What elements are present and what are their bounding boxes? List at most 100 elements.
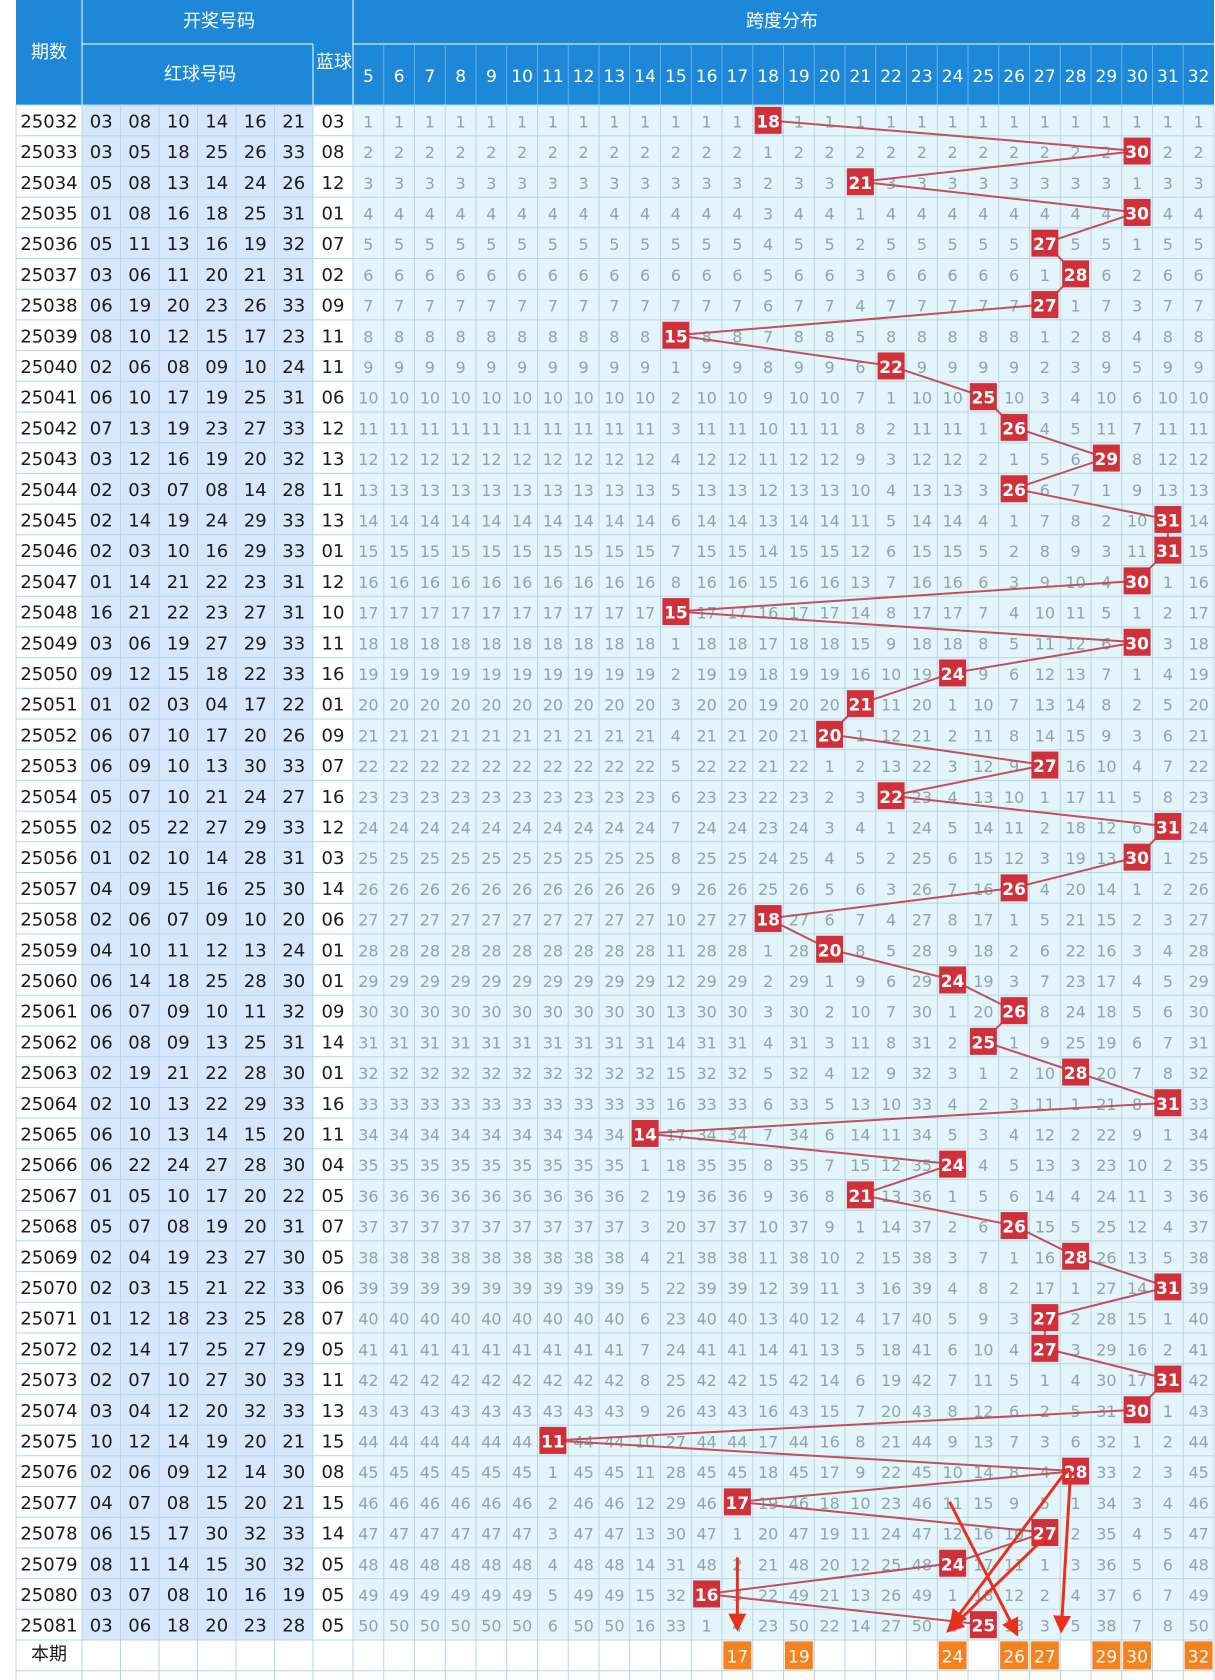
missing-count-cell: 32	[543, 1064, 563, 1083]
missing-count-cell: 6	[425, 266, 435, 285]
red-ball-cell: 33	[282, 418, 305, 439]
red-ball-cell: 31	[282, 265, 305, 286]
missing-count-cell: 4	[732, 204, 742, 223]
missing-count-cell: 26	[604, 880, 624, 899]
missing-count-cell: 9	[1132, 481, 1142, 500]
missing-count-cell: 5	[825, 235, 835, 254]
missing-count-cell: 15	[942, 542, 962, 561]
red-ball-cell: 33	[282, 1370, 305, 1391]
missing-count-cell: 4	[1163, 204, 1173, 223]
missing-count-cell: 45	[420, 1463, 440, 1482]
missing-count-cell: 2	[732, 143, 742, 162]
missing-count-cell: 3	[1163, 911, 1173, 930]
blue-ball-cell: 14	[322, 879, 345, 900]
missing-count-cell: 40	[727, 1310, 747, 1329]
red-ball-cell: 20	[167, 296, 190, 317]
missing-count-cell: 21	[420, 726, 440, 745]
red-ball-cell: 14	[167, 1554, 190, 1575]
red-ball-cell: 30	[244, 756, 267, 777]
missing-count-cell: 12	[450, 450, 470, 469]
red-ball-cell: 03	[167, 695, 190, 716]
missing-count-cell: 2	[1163, 1340, 1173, 1359]
red-ball-cell: 22	[282, 1186, 305, 1207]
missing-count-cell: 34	[543, 1125, 563, 1144]
missing-count-cell: 14	[942, 511, 962, 530]
missing-count-cell: 39	[450, 1279, 470, 1298]
missing-count-cell: 3	[1132, 726, 1142, 745]
red-ball-cell: 20	[282, 1124, 305, 1145]
missing-count-cell: 11	[666, 941, 686, 960]
blue-ball-cell: 06	[322, 388, 345, 409]
missing-count-cell: 25	[912, 849, 932, 868]
missing-count-cell: 41	[358, 1340, 378, 1359]
missing-count-cell: 33	[789, 1095, 809, 1114]
missing-count-cell: 42	[389, 1371, 409, 1390]
red-ball-cell: 02	[90, 510, 113, 531]
missing-count-cell: 16	[358, 573, 378, 592]
missing-count-cell: 19	[789, 665, 809, 684]
missing-count-cell: 25	[666, 1371, 686, 1390]
missing-count-cell: 15	[543, 542, 563, 561]
missing-count-cell: 1	[1132, 1432, 1142, 1451]
period-cell: 25061	[20, 1002, 77, 1023]
missing-count-cell: 37	[389, 1218, 409, 1237]
span-hit-mark	[1031, 751, 1059, 779]
missing-count-cell: 15	[450, 542, 470, 561]
missing-count-cell: 34	[481, 1125, 501, 1144]
missing-count-cell: 4	[825, 1064, 835, 1083]
red-ball-cell: 29	[244, 510, 267, 531]
missing-count-cell: 13	[389, 481, 409, 500]
missing-count-cell: 30	[543, 1003, 563, 1022]
span-hit-mark	[1123, 843, 1151, 871]
missing-count-cell: 16	[1065, 757, 1085, 776]
red-ball-cell: 25	[205, 142, 228, 163]
span-hit-label: 17	[726, 1494, 750, 1514]
period-cell: 25042	[20, 418, 77, 439]
red-ball-cell: 12	[167, 1401, 190, 1422]
missing-count-cell: 7	[486, 297, 496, 316]
missing-count-cell: 18	[973, 941, 993, 960]
missing-count-cell: 46	[450, 1494, 470, 1513]
missing-count-cell: 24	[789, 818, 809, 837]
missing-count-cell: 18	[696, 634, 716, 653]
missing-count-cell: 32	[573, 1064, 593, 1083]
red-ball-cell: 10	[167, 1370, 190, 1391]
missing-count-cell: 20	[912, 696, 932, 715]
missing-count-cell: 1	[1132, 174, 1142, 193]
missing-count-cell: 30	[604, 1003, 624, 1022]
red-ball-cell: 19	[205, 388, 228, 409]
red-ball-cell: 05	[90, 234, 113, 255]
red-ball-cell: 08	[90, 326, 113, 347]
missing-count-cell: 41	[389, 1340, 409, 1359]
missing-count-cell: 13	[543, 481, 563, 500]
red-ball-cell: 24	[244, 173, 267, 194]
missing-count-cell: 5	[486, 235, 496, 254]
red-ball-cell: 23	[205, 418, 228, 439]
missing-count-cell: 14	[1035, 1187, 1055, 1206]
red-ball-cell: 09	[128, 879, 151, 900]
red-ball-cell: 33	[282, 756, 305, 777]
missing-count-cell: 8	[794, 327, 804, 346]
span-hit-mark	[846, 168, 874, 196]
missing-count-cell: 32	[604, 1064, 624, 1083]
red-ball-cell: 10	[205, 1002, 228, 1023]
missing-count-cell: 1	[1101, 481, 1111, 500]
missing-count-cell: 21	[512, 726, 532, 745]
missing-count-cell: 6	[886, 542, 896, 561]
missing-count-cell: 19	[481, 665, 501, 684]
missing-count-cell: 1	[1071, 1279, 1081, 1298]
missing-count-cell: 25	[758, 880, 778, 899]
missing-count-cell: 3	[948, 1064, 958, 1083]
missing-count-cell: 9	[763, 1187, 773, 1206]
missing-count-cell: 1	[732, 1525, 742, 1544]
period-cell: 25051	[20, 695, 77, 716]
missing-count-cell: 21	[789, 726, 809, 745]
missing-count-cell: 42	[604, 1371, 624, 1390]
missing-count-cell: 12	[1004, 1586, 1024, 1605]
span-hit-label: 22	[879, 788, 903, 808]
missing-count-cell: 31	[573, 1033, 593, 1052]
missing-count-cell: 27	[543, 911, 563, 930]
missing-count-cell: 8	[1194, 327, 1204, 346]
span-hit-mark	[631, 1119, 659, 1147]
missing-count-cell: 35	[573, 1156, 593, 1175]
